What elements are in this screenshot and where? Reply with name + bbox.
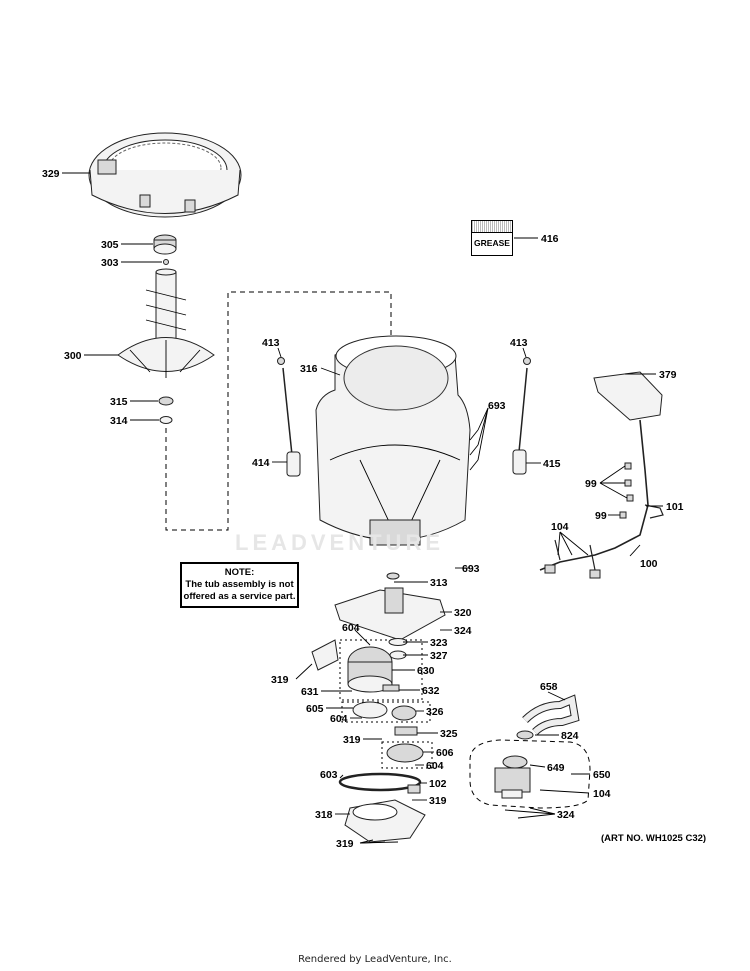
callout-319-d: 319 [336, 838, 354, 850]
callout-101: 101 [666, 501, 684, 513]
tub-cover-329 [88, 132, 242, 218]
callout-693-lower: 693 [462, 563, 480, 575]
callout-604-lower: 604 [426, 760, 444, 772]
wire-harness-100 [539, 371, 664, 579]
pump-649 [494, 755, 531, 799]
screw-303 [163, 259, 169, 265]
callout-824: 824 [561, 730, 579, 742]
callout-416: 416 [541, 233, 559, 245]
bracket-325 [394, 726, 418, 736]
drive-shield-318 [344, 799, 426, 843]
callout-313: 313 [430, 577, 448, 589]
drain-hose-658 [522, 694, 580, 735]
agitator-cap-305 [153, 234, 177, 255]
callout-319-c: 319 [429, 795, 447, 807]
callout-604-upper: 604 [342, 622, 360, 634]
callout-104-pump: 104 [593, 788, 611, 800]
art-number: (ART NO. WH1025 C32) [601, 833, 707, 844]
tub-clips-693 [469, 429, 479, 471]
callout-606: 606 [436, 747, 454, 759]
callout-324-lower: 324 [557, 809, 575, 821]
clips-99 [619, 462, 634, 519]
callout-327: 327 [430, 650, 448, 662]
callout-102: 102 [429, 778, 447, 790]
callout-649: 649 [547, 762, 565, 774]
belt-603 [338, 772, 422, 792]
callout-319-b: 319 [343, 734, 361, 746]
callout-605: 605 [306, 703, 324, 715]
callout-329: 329 [42, 168, 60, 180]
callout-325: 325 [440, 728, 458, 740]
nut-315 [158, 396, 174, 406]
clip-102 [407, 784, 421, 794]
suspension-rod-414 [277, 357, 301, 477]
callout-316: 316 [300, 363, 318, 375]
callout-labels: 329 305 303 300 315 314 413 316 414 693 … [42, 168, 684, 850]
note-line-2: offered as a service part. [183, 591, 296, 602]
callout-414: 414 [252, 457, 270, 469]
callout-305: 305 [101, 239, 119, 251]
pulley-606 [386, 743, 424, 763]
leader-lines [62, 172, 663, 844]
grease-label: GREASE [474, 238, 510, 248]
callout-658: 658 [540, 681, 558, 693]
callout-326: 326 [426, 706, 444, 718]
hub-326 [391, 705, 417, 721]
suspension-rod-415 [512, 357, 531, 475]
callout-693-upper: 693 [488, 400, 506, 412]
callout-303: 303 [101, 257, 119, 269]
rotor-605 [352, 701, 388, 719]
callout-319-a: 319 [271, 674, 289, 686]
callout-604-middle: 604 [330, 713, 348, 725]
bracket-319 [311, 639, 339, 671]
callout-300: 300 [64, 350, 82, 362]
grease-package-416: GREASE [471, 220, 513, 256]
callout-630: 630 [417, 665, 435, 677]
callout-631: 631 [301, 686, 319, 698]
callout-104-harness: 104 [551, 521, 569, 533]
clip-632 [382, 684, 400, 692]
callout-603: 603 [320, 769, 338, 781]
callout-315: 315 [110, 396, 128, 408]
callout-415: 415 [543, 458, 561, 470]
footer-credit: Rendered by LeadVenture, Inc. [298, 954, 452, 965]
washer-314 [159, 416, 173, 424]
note-line-1: The tub assembly is not [185, 579, 294, 590]
callout-318: 318 [315, 809, 333, 821]
callout-324-upper: 324 [454, 625, 472, 637]
callout-99-lower: 99 [595, 510, 607, 522]
callout-379: 379 [659, 369, 677, 381]
callout-99-upper: 99 [585, 478, 597, 490]
callout-632: 632 [422, 685, 440, 697]
mounting-plate-320 [334, 572, 446, 641]
agitator-300 [117, 268, 215, 378]
callout-100: 100 [640, 558, 658, 570]
motor-630 [347, 646, 393, 693]
note-box: NOTE: The tub assembly is not offered as… [180, 562, 299, 608]
callout-314: 314 [110, 415, 128, 427]
note-title: NOTE: [224, 567, 255, 578]
callout-413-left: 413 [262, 337, 280, 349]
callout-650: 650 [593, 769, 611, 781]
watermark: LEADVENTURE [235, 530, 445, 555]
grease-package-lid [472, 221, 512, 233]
callout-323: 323 [430, 637, 448, 649]
tub-assembly-316 [315, 335, 471, 547]
callout-320: 320 [454, 607, 472, 619]
clamp-824 [516, 730, 534, 740]
callout-413-right: 413 [510, 337, 528, 349]
